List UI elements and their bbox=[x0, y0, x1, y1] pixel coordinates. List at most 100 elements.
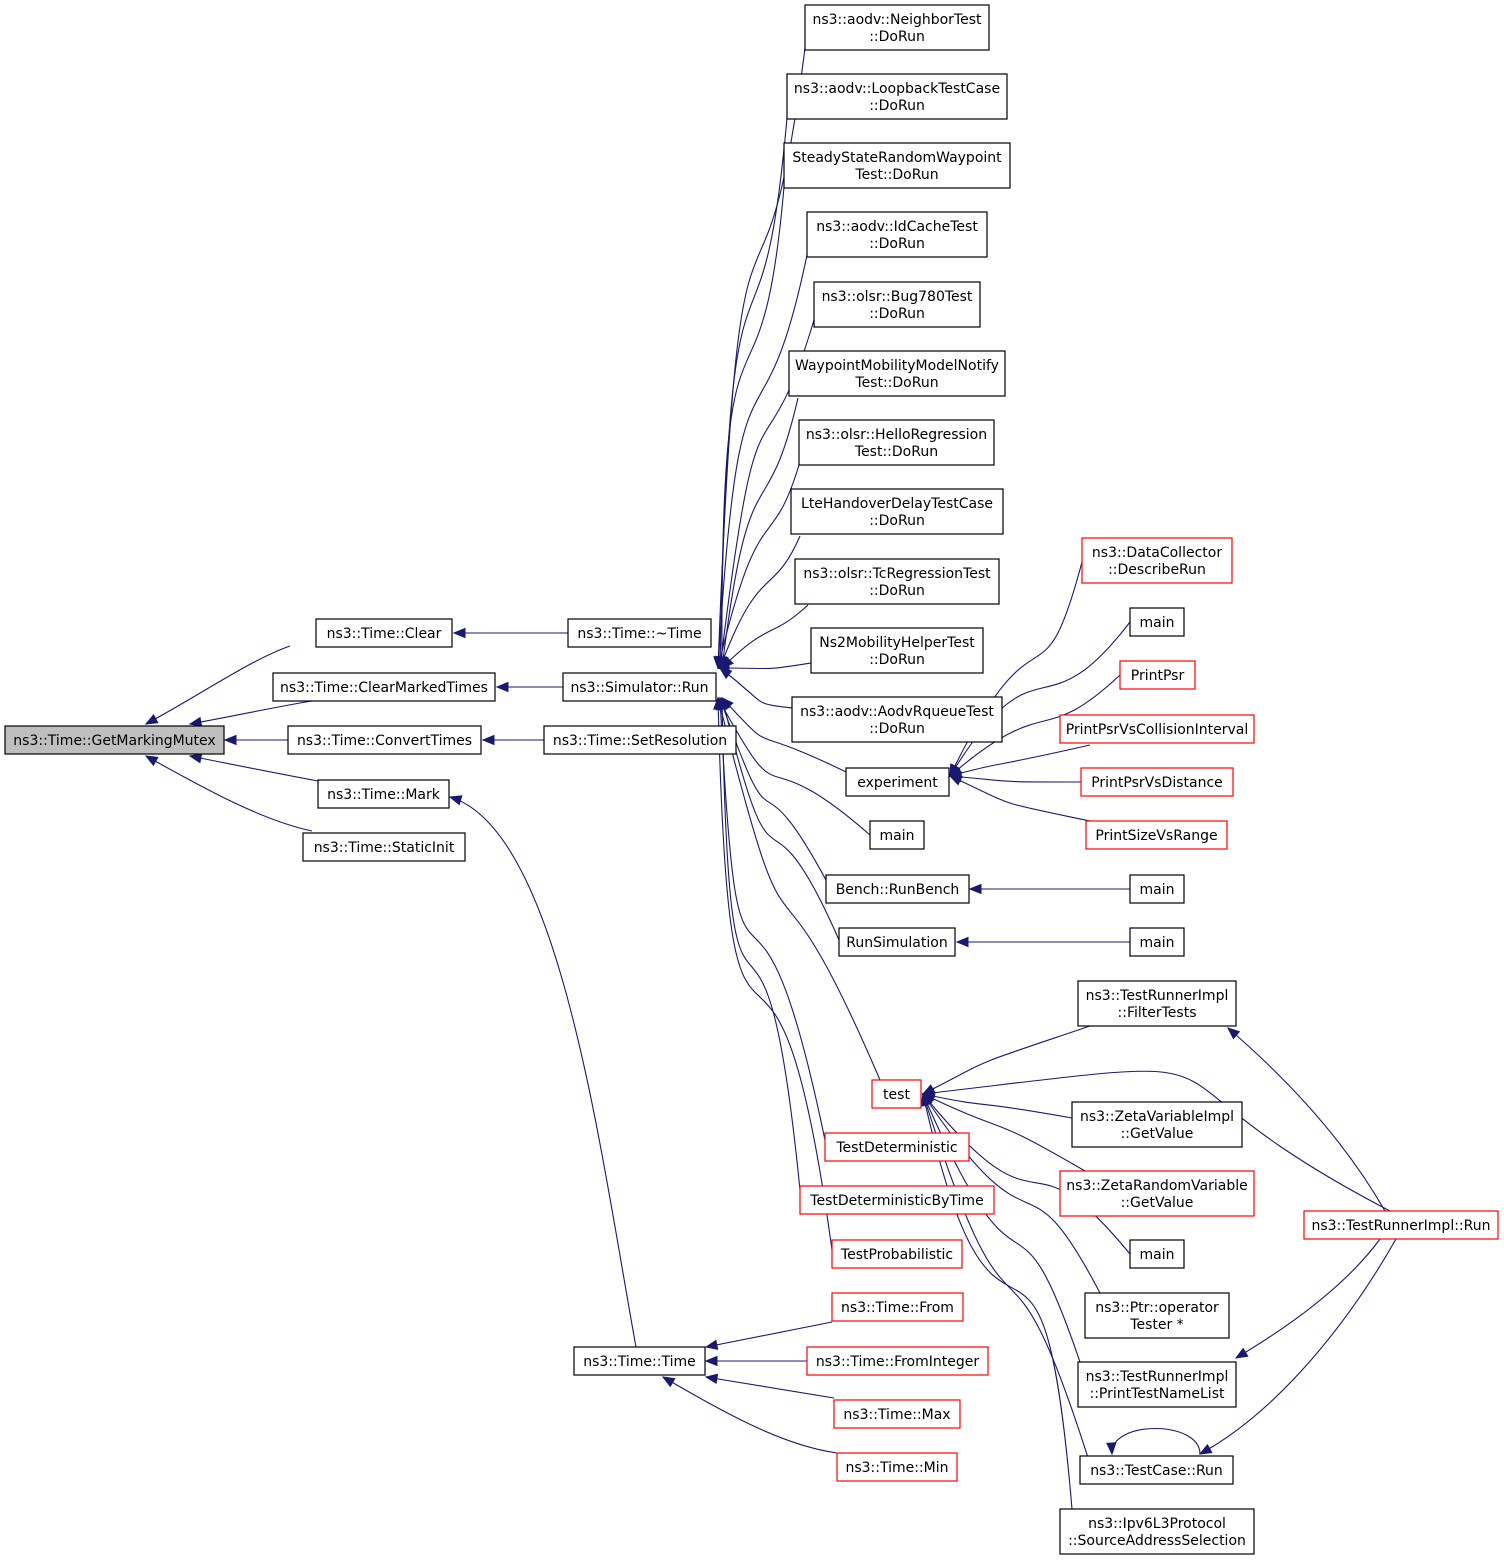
node-testprob[interactable]: TestProbabilistic bbox=[831, 1239, 963, 1269]
node-filtertests-box[interactable] bbox=[1077, 980, 1237, 1027]
node-clear[interactable]: ns3::Time::Clear bbox=[315, 618, 453, 648]
node-runsim[interactable]: RunSimulation bbox=[838, 927, 956, 957]
node-filtertests[interactable]: ns3::TestRunnerImpl::FilterTests bbox=[1077, 980, 1237, 1027]
node-loopback[interactable]: ns3::aodv::LoopbackTestCase::DoRun bbox=[786, 73, 1008, 120]
node-timector-box[interactable] bbox=[573, 1346, 706, 1376]
node-printpsrcoll-box[interactable] bbox=[1059, 714, 1255, 744]
node-printsize[interactable]: PrintSizeVsRange bbox=[1085, 820, 1228, 850]
node-printpsrdist-box[interactable] bbox=[1080, 767, 1234, 797]
node-ipv6sas-box[interactable] bbox=[1059, 1508, 1255, 1555]
node-idcache-box[interactable] bbox=[806, 211, 988, 258]
node-timefromint[interactable]: ns3::Time::FromInteger bbox=[806, 1346, 989, 1376]
node-clear-box[interactable] bbox=[315, 618, 453, 648]
node-simrun[interactable]: ns3::Simulator::Run bbox=[562, 672, 717, 702]
node-testcaserun-box[interactable] bbox=[1079, 1455, 1234, 1485]
node-timefrom[interactable]: ns3::Time::From bbox=[831, 1292, 964, 1322]
node-rqueue-box[interactable] bbox=[791, 696, 1003, 743]
node-testdet-box[interactable] bbox=[824, 1132, 970, 1162]
node-main_d[interactable]: main bbox=[1129, 927, 1185, 957]
node-mark-box[interactable] bbox=[317, 779, 450, 809]
node-tcreg-box[interactable] bbox=[794, 558, 1000, 605]
node-idcache[interactable]: ns3::aodv::IdCacheTest::DoRun bbox=[806, 211, 988, 258]
node-testcaserun[interactable]: ns3::TestCase::Run bbox=[1079, 1455, 1234, 1485]
node-ipv6sas[interactable]: ns3::Ipv6L3Protocol::SourceAddressSelect… bbox=[1059, 1508, 1255, 1555]
node-testdetbytime[interactable]: TestDeterministicByTime bbox=[799, 1185, 995, 1215]
node-simrun-box[interactable] bbox=[562, 672, 717, 702]
node-timemin[interactable]: ns3::Time::Min bbox=[836, 1452, 958, 1482]
node-rqueue[interactable]: ns3::aodv::AodvRqueueTest::DoRun bbox=[791, 696, 1003, 743]
node-ptrop-box[interactable] bbox=[1084, 1292, 1230, 1339]
node-staticinit-box[interactable] bbox=[302, 832, 466, 862]
node-testdet[interactable]: TestDeterministic bbox=[824, 1132, 970, 1162]
node-setres[interactable]: ns3::Time::SetResolution bbox=[543, 725, 737, 755]
node-zetarand-box[interactable] bbox=[1059, 1170, 1255, 1217]
node-bug780-box[interactable] bbox=[813, 281, 981, 328]
node-printpsrcoll[interactable]: PrintPsrVsCollisionInterval bbox=[1059, 714, 1255, 744]
node-main_d-box[interactable] bbox=[1129, 927, 1185, 957]
node-printtestnames[interactable]: ns3::TestRunnerImpl::PrintTestNameList bbox=[1077, 1361, 1237, 1408]
node-timemin-box[interactable] bbox=[836, 1452, 958, 1482]
node-root[interactable]: ns3::Time::GetMarkingMutex bbox=[4, 725, 225, 755]
node-waypointnotify-box[interactable] bbox=[788, 350, 1006, 397]
node-experiment-box[interactable] bbox=[845, 767, 950, 797]
node-steady-box[interactable] bbox=[783, 142, 1011, 189]
node-main_a[interactable]: main bbox=[869, 820, 925, 850]
node-neighbor-box[interactable] bbox=[804, 4, 990, 51]
node-main_b[interactable]: main bbox=[1129, 607, 1185, 637]
node-datacollector-box[interactable] bbox=[1081, 537, 1233, 584]
node-clearmarked-box[interactable] bbox=[272, 672, 496, 702]
node-zetarand[interactable]: ns3::ZetaRandomVariable::GetValue bbox=[1059, 1170, 1255, 1217]
node-timector[interactable]: ns3::Time::Time bbox=[573, 1346, 706, 1376]
node-dtor[interactable]: ns3::Time::~Time bbox=[567, 618, 712, 648]
node-main_e-box[interactable] bbox=[1129, 1239, 1185, 1269]
node-mark[interactable]: ns3::Time::Mark bbox=[317, 779, 450, 809]
node-main_c-box[interactable] bbox=[1129, 874, 1185, 904]
node-runsim-box[interactable] bbox=[838, 927, 956, 957]
node-main_e[interactable]: main bbox=[1129, 1239, 1185, 1269]
node-runbench-box[interactable] bbox=[825, 874, 970, 904]
node-printpsr[interactable]: PrintPsr bbox=[1119, 660, 1196, 690]
node-converttimes-box[interactable] bbox=[287, 725, 482, 755]
node-timefromint-box[interactable] bbox=[806, 1346, 989, 1376]
node-ns2mob[interactable]: Ns2MobilityHelperTest::DoRun bbox=[810, 627, 984, 674]
node-timefrom-box[interactable] bbox=[831, 1292, 964, 1322]
node-printtestnames-box[interactable] bbox=[1077, 1361, 1237, 1408]
node-printpsr-box[interactable] bbox=[1119, 660, 1196, 690]
node-main_c[interactable]: main bbox=[1129, 874, 1185, 904]
node-testrunnerrun[interactable]: ns3::TestRunnerImpl::Run bbox=[1303, 1210, 1499, 1240]
node-test-box[interactable] bbox=[871, 1079, 922, 1109]
node-ns2mob-box[interactable] bbox=[810, 627, 984, 674]
node-neighbor[interactable]: ns3::aodv::NeighborTest::DoRun bbox=[804, 4, 990, 51]
node-timemax[interactable]: ns3::Time::Max bbox=[833, 1399, 961, 1429]
node-ltehandover[interactable]: LteHandoverDelayTestCase::DoRun bbox=[790, 488, 1004, 535]
node-experiment[interactable]: experiment bbox=[845, 767, 950, 797]
node-root-box[interactable] bbox=[4, 725, 225, 755]
node-dtor-box[interactable] bbox=[567, 618, 712, 648]
node-timemax-box[interactable] bbox=[833, 1399, 961, 1429]
node-testdetbytime-box[interactable] bbox=[799, 1185, 995, 1215]
node-printpsrdist[interactable]: PrintPsrVsDistance bbox=[1080, 767, 1234, 797]
node-testprob-box[interactable] bbox=[831, 1239, 963, 1269]
node-testrunnerrun-box[interactable] bbox=[1303, 1210, 1499, 1240]
node-main_b-box[interactable] bbox=[1129, 607, 1185, 637]
node-hello-box[interactable] bbox=[798, 419, 995, 466]
node-converttimes[interactable]: ns3::Time::ConvertTimes bbox=[287, 725, 482, 755]
node-zetavarimpl-box[interactable] bbox=[1071, 1101, 1243, 1148]
node-zetavarimpl[interactable]: ns3::ZetaVariableImpl::GetValue bbox=[1071, 1101, 1243, 1148]
node-test[interactable]: test bbox=[871, 1079, 922, 1109]
node-clearmarked[interactable]: ns3::Time::ClearMarkedTimes bbox=[272, 672, 496, 702]
node-tcreg[interactable]: ns3::olsr::TcRegressionTest::DoRun bbox=[794, 558, 1000, 605]
node-printsize-box[interactable] bbox=[1085, 820, 1228, 850]
node-bug780[interactable]: ns3::olsr::Bug780Test::DoRun bbox=[813, 281, 981, 328]
node-datacollector[interactable]: ns3::DataCollector::DescribeRun bbox=[1081, 537, 1233, 584]
node-staticinit[interactable]: ns3::Time::StaticInit bbox=[302, 832, 466, 862]
node-main_a-box[interactable] bbox=[869, 820, 925, 850]
node-setres-box[interactable] bbox=[543, 725, 737, 755]
node-runbench[interactable]: Bench::RunBench bbox=[825, 874, 970, 904]
node-loopback-box[interactable] bbox=[786, 73, 1008, 120]
node-ltehandover-box[interactable] bbox=[790, 488, 1004, 535]
